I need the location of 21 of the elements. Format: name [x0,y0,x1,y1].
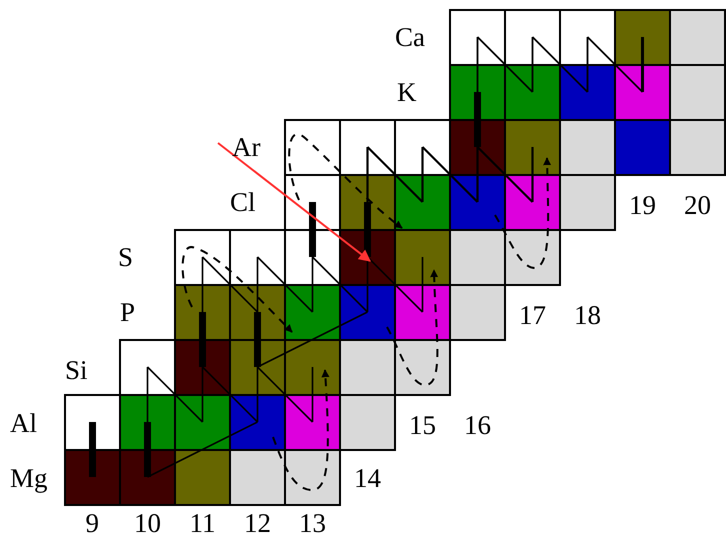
column-number: 11 [190,508,216,538]
column-number: 12 [244,508,271,538]
element-symbol: P [120,297,136,327]
column-number: 17 [519,300,546,330]
element-symbol: Si [65,355,88,385]
column-number: 14 [354,463,381,493]
element-symbol: Mg [10,463,48,493]
column-number: 20 [684,190,711,220]
element-symbol: Ar [232,132,260,162]
column-number: 13 [299,508,326,538]
element-symbol: Cl [230,187,256,217]
column-number: 15 [409,410,436,440]
element-symbol: K [397,77,416,107]
column-number: 16 [464,410,491,440]
element-symbol: Ca [395,22,425,52]
column-number: 10 [134,508,161,538]
element-symbol: Al [10,408,37,438]
column-number: 9 [86,508,99,538]
column-number: 19 [629,190,656,220]
column-number: 18 [574,300,601,330]
element-symbol: S [118,242,134,272]
